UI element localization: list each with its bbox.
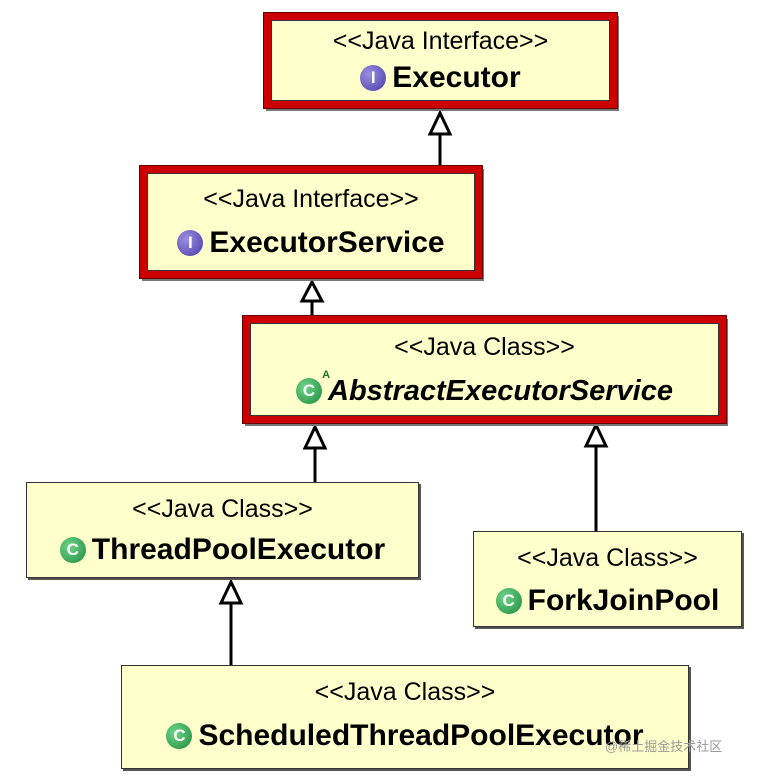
stereotype-label: <<Java Class>> — [314, 678, 496, 706]
class-name: C A AbstractExecutorService — [250, 370, 719, 411]
abstract-badge: A — [322, 369, 331, 381]
abstract-class-icon: C A — [296, 370, 330, 404]
executorservice-name: ExecutorService — [209, 226, 445, 259]
class-name: C ThreadPoolExecutor — [27, 531, 418, 569]
stereotype-label: <<Java Interface>> — [332, 27, 549, 55]
class-name: C ScheduledThreadPoolExecutor — [122, 716, 688, 756]
arrowhead-executorservice — [299, 278, 325, 303]
interface-icon: I — [360, 65, 387, 91]
watermark: @稀土掘金技术社区 — [605, 739, 723, 754]
scheduledthreadpoolexecutor-box: <<Java Class>> C ScheduledThreadPoolExec… — [121, 665, 689, 769]
stereotype-label: <<Java Class>> — [517, 544, 698, 572]
forkjoinpool-box: <<Java Class>> C ForkJoinPool — [473, 531, 742, 627]
class-icon: C — [166, 723, 193, 749]
class-icon: C — [495, 588, 522, 614]
executor-box: <<Java Interface>> I Executor — [263, 12, 618, 109]
class-name: I ExecutorService — [147, 223, 475, 263]
class-name: I Executor — [271, 60, 610, 96]
arrowhead-abstract-right — [583, 421, 609, 448]
abstractexecutorservice-box: <<Java Class>> C A AbstractExecutorServi… — [242, 315, 727, 424]
stereotype-label: <<Java Class>> — [394, 333, 575, 361]
executor-name: Executor — [392, 61, 521, 94]
arrowhead-executor — [427, 109, 453, 136]
class-icon: C — [59, 537, 86, 563]
threadpoolexecutor-box: <<Java Class>> C ThreadPoolExecutor — [26, 482, 419, 578]
arrowhead-threadpool — [218, 578, 244, 605]
arrowhead-abstract-left — [302, 423, 328, 450]
scheduledthreadpoolexecutor-name: ScheduledThreadPoolExecutor — [198, 719, 644, 752]
interface-icon: I — [177, 230, 204, 256]
stereotype-label: <<Java Class>> — [132, 495, 313, 523]
executorservice-box: <<Java Interface>> I ExecutorService — [139, 165, 483, 279]
class-name: C ForkJoinPool — [474, 582, 741, 620]
threadpoolexecutor-name: ThreadPoolExecutor — [91, 533, 386, 566]
class-icon-letter: C — [302, 381, 316, 400]
abstractexecutorservice-name: AbstractExecutorService — [328, 374, 673, 407]
stereotype-label: <<Java Interface>> — [203, 185, 419, 213]
forkjoinpool-name: ForkJoinPool — [527, 584, 720, 617]
